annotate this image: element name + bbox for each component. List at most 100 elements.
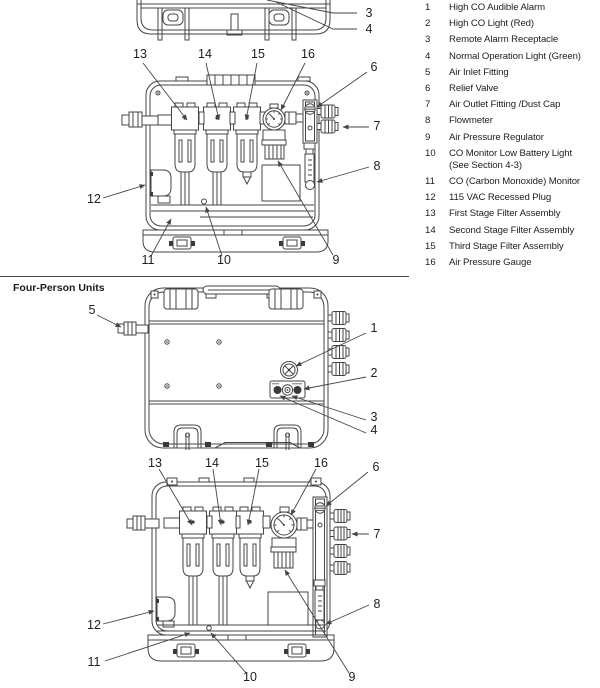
air-pressure-regulator (270, 537, 297, 569)
callout-1: 1 (371, 321, 378, 335)
callout-3: 3 (371, 410, 378, 424)
terminal-strip (206, 74, 256, 86)
callout-5: 5 (89, 303, 96, 317)
callout-16: 16 (301, 47, 315, 61)
part-label: Normal Operation Light (Green) (449, 50, 581, 62)
callout-4: 4 (366, 22, 373, 36)
part-label: Air Outlet Fitting /Dust Cap (449, 99, 561, 111)
part-label: CO (Carbon Monoxide) Monitor (449, 175, 581, 187)
part-label: First Stage Filter Assembly (449, 208, 561, 220)
part-number: 6 (425, 83, 431, 95)
part-number: 3 (425, 34, 431, 46)
callout-14: 14 (198, 47, 212, 61)
parts-list-item: 10 CO Monitor Low Battery Light(See Secti… (425, 148, 599, 172)
callout-14: 14 (205, 456, 219, 470)
callout-9: 9 (333, 253, 340, 267)
left-hinge (157, 7, 190, 41)
part-number: 15 (425, 240, 436, 252)
air-inlet-fitting (121, 111, 175, 128)
part-number: 11 (425, 175, 435, 187)
parts-list-item: 14 Second Stage Filter Assembly (425, 225, 599, 237)
air-pressure-gauge (270, 506, 316, 539)
audible-alarm (280, 361, 298, 379)
air-outlet-fittings (316, 104, 339, 134)
figure-two-person-exterior-cropped: 3 4 (136, 0, 373, 41)
filter-assemblies (179, 506, 271, 626)
relief-valve (302, 99, 318, 144)
figure-two-person-interior: 13 14 15 16 6 7 8 12 11 10 9 (87, 47, 380, 267)
part-label: Third Stage Filter Assembly (449, 240, 564, 252)
part-number: 16 (425, 256, 436, 268)
red-light (293, 386, 302, 394)
parts-list-item: 7 Air Outlet Fitting /Dust Cap (425, 99, 599, 111)
co-monitor (267, 591, 309, 626)
callout-7: 7 (374, 119, 381, 133)
part-number: 10 (425, 147, 436, 159)
low-battery-light (206, 625, 212, 631)
part-number: 12 (425, 192, 436, 204)
bottom-shelf (151, 198, 314, 218)
part-label: 115 VAC Recessed Plug (449, 192, 552, 204)
part-label: Flowmeter (449, 115, 493, 127)
base-tray (142, 229, 329, 253)
air-pressure-regulator (261, 129, 287, 160)
part-number: 5 (425, 66, 431, 78)
top-latches (150, 288, 322, 310)
part-label: Relief Valve (449, 83, 499, 95)
part-label: Air Inlet Fitting (449, 66, 509, 78)
part-number: 13 (425, 208, 436, 220)
callout-8: 8 (374, 159, 381, 173)
part-label: CO Monitor Low Battery Light(See Section… (449, 147, 573, 171)
callout-6: 6 (373, 460, 380, 474)
figure-four-person-interior: 13 14 15 16 6 7 8 12 11 10 9 (87, 456, 380, 684)
parts-list-item: 15 Third Stage Filter Assembly (425, 241, 599, 253)
part-label: Second Stage Filter Assembly (449, 224, 575, 236)
callout-8: 8 (374, 597, 381, 611)
parts-list-item: 11 CO (Carbon Monoxide) Monitor (425, 176, 599, 188)
right-hinge (264, 7, 297, 41)
center-latch (226, 13, 243, 36)
flowmeter (303, 142, 316, 190)
low-battery-light (201, 198, 207, 205)
parts-list-item: 13 First Stage Filter Assembly (425, 208, 599, 220)
callout-13: 13 (148, 456, 162, 470)
parts-list-item: 12 115 VAC Recessed Plug (425, 192, 599, 204)
part-number: 9 (425, 131, 431, 143)
callout-15: 15 (251, 47, 265, 61)
callout-lines: 13 14 15 16 6 7 8 12 11 10 9 (87, 456, 380, 684)
callout-lines: 13 14 15 16 6 7 8 12 11 10 9 (87, 47, 380, 267)
air-inlet-fitting (117, 321, 149, 336)
callout-11: 11 (88, 655, 101, 669)
part-number: 14 (425, 224, 436, 236)
air-outlet-fittings (329, 509, 351, 575)
air-inlet-fitting (126, 515, 181, 531)
handle (202, 285, 281, 299)
air-outlet-fittings (327, 311, 350, 376)
parts-list-item: 6 Relief Valve (425, 83, 599, 95)
callout-4: 4 (371, 423, 378, 437)
air-pressure-gauge (262, 103, 305, 131)
base-tray (147, 634, 335, 662)
vac-recessed-plug (150, 169, 172, 204)
part-number: 4 (425, 50, 431, 62)
alarm-panel (269, 380, 306, 399)
callout-12: 12 (87, 192, 101, 206)
part-label: High CO Light (Red) (449, 18, 535, 30)
section-heading: Four-Person Units (13, 282, 105, 294)
part-label: Air Pressure Gauge (449, 256, 532, 268)
co-monitor (261, 164, 301, 202)
figure-four-person-exterior: 5 1 2 3 4 (89, 285, 378, 450)
parts-list-item: 4 Normal Operation Light (Green) (425, 51, 599, 63)
callout-lines: 3 4 (266, 0, 373, 36)
green-light (273, 386, 282, 394)
callout-12: 12 (87, 618, 101, 632)
part-number: 1 (425, 2, 431, 13)
callout-7: 7 (374, 527, 381, 541)
callout-9: 9 (349, 670, 356, 684)
part-number: 7 (425, 99, 431, 111)
